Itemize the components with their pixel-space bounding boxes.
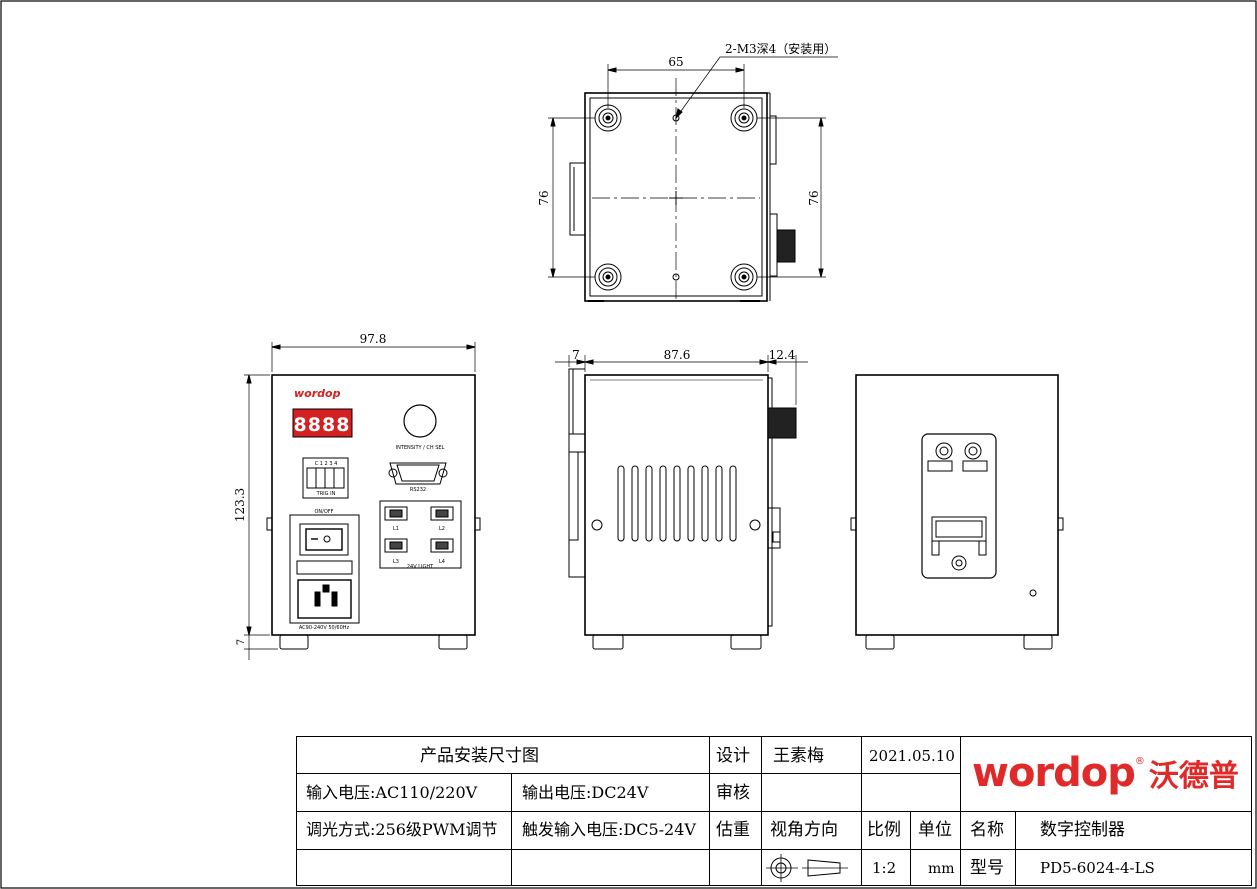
switch-label: ON/OFF xyxy=(314,509,333,515)
logo-wordmark: wordop xyxy=(972,750,1136,796)
light-group-label: 24V LIGHT xyxy=(407,564,434,570)
side-body xyxy=(584,374,769,636)
light-label-l3: L3 xyxy=(393,559,399,565)
power-label: AC90-240V 50/60Hz xyxy=(299,625,350,631)
top-view-foot xyxy=(594,263,622,291)
mounting-bracket xyxy=(921,433,997,579)
intensity-knob[interactable] xyxy=(403,404,437,438)
light-label-l4: L4 xyxy=(439,559,445,565)
power-switch[interactable] xyxy=(299,523,349,556)
front-view xyxy=(244,342,481,660)
design-label: 设计 xyxy=(716,746,750,766)
rs232-port xyxy=(396,464,440,482)
rear-foot xyxy=(1023,634,1053,650)
side-connector xyxy=(767,407,797,439)
side-dim-right: 12.4 xyxy=(769,348,796,362)
product-name: 数字控制器 xyxy=(1040,820,1125,840)
front-panel xyxy=(271,374,476,636)
weight-label: 估重 xyxy=(716,820,750,840)
power-module xyxy=(289,514,360,624)
side-view xyxy=(555,355,808,650)
rear-view xyxy=(850,374,1064,650)
side-dim-left: 7 xyxy=(572,348,580,362)
output-voltage: 输出电压:DC24V xyxy=(522,783,649,802)
trig-connector xyxy=(302,457,349,499)
top-dim-height-right: 76 xyxy=(807,190,821,205)
scale-value: 1:2 xyxy=(872,859,897,877)
top-dim-height-left: 76 xyxy=(537,190,551,205)
top-view xyxy=(548,56,838,302)
front-dim-height: 123.3 xyxy=(233,488,247,522)
top-view-foot xyxy=(594,104,622,132)
rs232-label: RS232 xyxy=(410,487,426,493)
input-voltage: 输入电压:AC110/220V xyxy=(306,783,478,802)
side-dim-body: 87.6 xyxy=(664,348,691,362)
top-view-bracket xyxy=(569,162,585,236)
front-foot xyxy=(279,634,309,650)
rear-indicator xyxy=(1029,589,1037,597)
light-connector xyxy=(384,538,408,553)
scale-label: 比例 xyxy=(867,820,901,840)
trig-label: TRIG IN xyxy=(316,491,336,497)
trig-pin-labels: C 1 2 3 4 xyxy=(315,461,338,467)
light-connector xyxy=(384,506,408,521)
display-digits: 8888 xyxy=(294,414,351,436)
ventilation-slots xyxy=(617,465,737,542)
top-view-foot xyxy=(730,263,758,291)
trigger-voltage: 触发输入电压:DC5-24V xyxy=(522,820,696,839)
drawing-title: 产品安装尺寸图 xyxy=(420,746,539,766)
light-label-l2: L2 xyxy=(439,526,445,532)
unit-value: mm xyxy=(928,861,955,877)
rear-panel xyxy=(855,374,1059,636)
unit-label: 单位 xyxy=(918,820,952,840)
knob-label: INTENSITY / CH SEL xyxy=(396,445,445,451)
review-label: 审核 xyxy=(716,783,750,803)
view-direction-label: 视角方向 xyxy=(770,820,838,840)
dimming-method: 调光方式:256级PWM调节 xyxy=(306,820,498,839)
designer-name: 王素梅 xyxy=(773,746,824,766)
top-view-switch xyxy=(769,115,777,165)
front-foot xyxy=(438,634,468,650)
side-screw xyxy=(591,519,603,531)
top-view-foot xyxy=(730,104,758,132)
name-label: 名称 xyxy=(970,820,1004,840)
rear-foot xyxy=(865,634,895,650)
light-output-group xyxy=(379,500,462,569)
side-foot xyxy=(592,634,624,650)
model-label: 型号 xyxy=(970,858,1004,878)
drawing-date: 2021.05.10 xyxy=(869,747,955,765)
light-connector xyxy=(430,506,454,521)
logo-registered-mark: ® xyxy=(1134,756,1145,767)
light-label-l1: L1 xyxy=(393,526,399,532)
brand-logo: wordop ® 沃德普 xyxy=(972,750,1239,796)
logo-chinese: 沃德普 xyxy=(1148,759,1239,794)
mounting-callout: 2-M3深4（安装用） xyxy=(725,41,836,56)
side-foot xyxy=(730,634,762,650)
model-number: PD5-6024-4-LS xyxy=(1040,859,1155,877)
front-dim-foot: 7 xyxy=(236,639,247,645)
front-dim-width: 97.8 xyxy=(360,332,387,346)
projection-symbol xyxy=(766,854,848,882)
side-screw xyxy=(749,519,761,531)
front-brand-logo: wordop xyxy=(294,387,341,400)
top-view-connector xyxy=(776,229,796,263)
light-connector xyxy=(430,538,454,553)
power-inlet xyxy=(297,579,352,619)
led-display xyxy=(292,408,353,438)
top-dim-width: 65 xyxy=(668,55,683,69)
fuse-holder xyxy=(296,560,353,575)
